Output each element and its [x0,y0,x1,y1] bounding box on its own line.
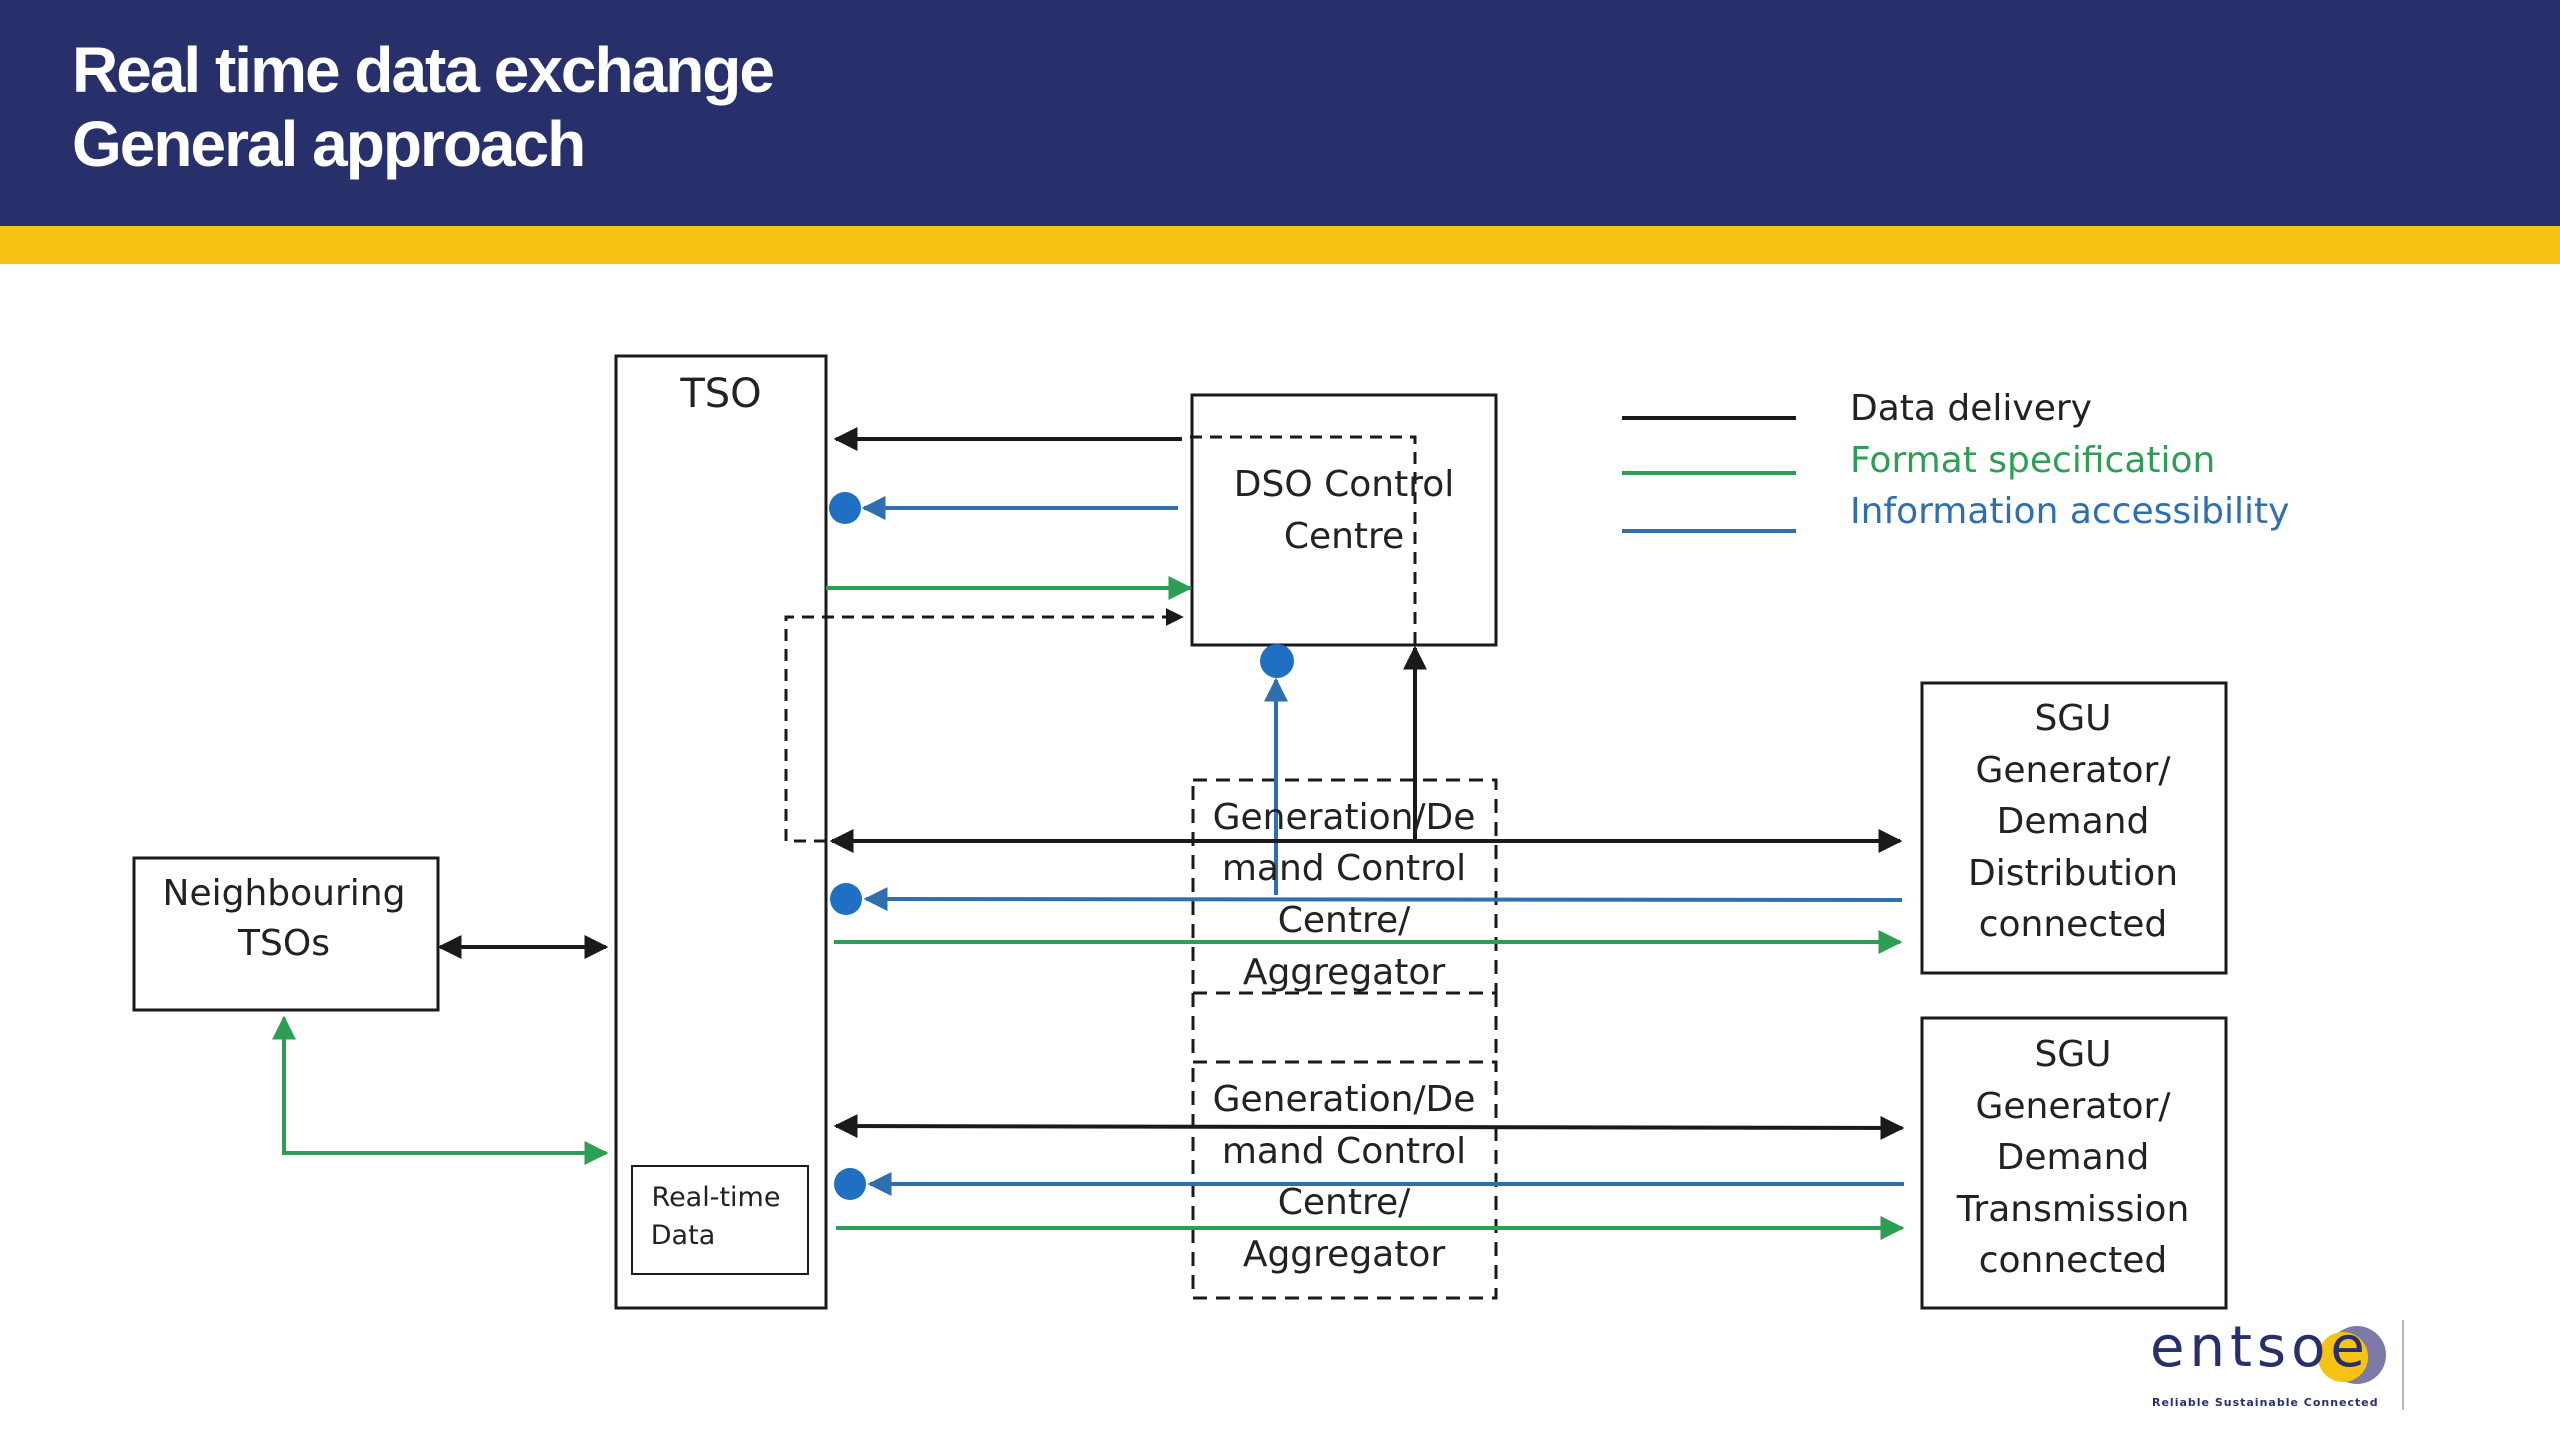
sgu-distribution-box [1920,681,2228,975]
gen-control-centre-1-box [1191,778,1498,995]
realtime-label-line-1: Real-time [652,1182,781,1213]
sgu-dist-label-line-5: connected [1979,904,2168,945]
entsoe-logo: entsoe Reliable Sustainable Connected [2150,1320,2410,1420]
header-accent-stripe [0,226,2560,264]
realtime-label-line-2: Data [651,1220,715,1251]
sgu-dist-label-line-1: SGU [2034,698,2111,739]
gen2-label-line-4: Aggregator [1243,1234,1446,1275]
dso-control-centre-box [1190,393,1498,647]
logo-divider [2402,1320,2404,1410]
logo-badge-front [2318,1332,2368,1382]
sgu-dist-label-line-2: Generator/ [1976,750,2172,791]
logo-wordmark: entsoe [2150,1315,2370,1380]
sgu-trans-label-line-5: connected [1979,1240,2168,1281]
gen-control-centre-2-box [1191,1060,1498,1300]
dso-label-line-2: Centre [1284,516,1404,557]
sgu-trans-label-line-1: SGU [2034,1034,2111,1075]
dso-to-gen-dashed-path [1190,435,1417,650]
gen2-label-line-3: Centre/ [1278,1182,1411,1223]
sgu-trans-label-line-2: Generator/ [1976,1086,2172,1127]
dso-access-dot [1260,644,1294,678]
gen1-label-line-3: Centre/ [1278,900,1411,941]
gen1-label-line-4: Aggregator [1243,952,1446,993]
neighbouring-tso-format-arrow [272,1015,609,1165]
neighbouring-tsos-box [132,856,440,1012]
legend-info-access-label: Information accessibility [1850,491,2289,532]
gen1-label-line-2: mand Control [1222,848,1466,889]
sgu-trans-label-line-4: Transmission [1956,1189,2190,1230]
legend-data-delivery-label: Data delivery [1850,388,2092,429]
tso-label: TSO [679,371,761,417]
tso-access-dot-3 [834,1168,866,1200]
gen2-label-line-1: Generation/De [1213,1079,1476,1120]
tso-box [614,354,828,1310]
tso-access-dot-2 [830,883,862,915]
neighbouring-label-line-2: TSOs [237,923,330,964]
realtime-data-box [631,1165,809,1275]
sgu-transmission-box [1920,1016,2228,1310]
header-bar [0,0,2560,226]
sgu-trans-label-line-3: Demand [1997,1137,2150,1178]
tso-access-dot-1 [829,492,861,524]
gen2-label-line-2: mand Control [1222,1131,1466,1172]
dso-label-line-1: DSO Control [1234,464,1454,505]
gen1-label-line-1: Generation/De [1213,797,1476,838]
neighbouring-label-line-1: Neighbouring [163,873,406,914]
page-title-line-1: Real time data exchange [72,34,775,106]
tso-sgu-trans-data-arrow [833,1114,1905,1140]
tso-to-dso-dashed-arrow [784,608,1184,843]
legend-format-spec-label: Format specification [1850,440,2215,481]
sgu-dist-label-line-4: Distribution [1968,853,2178,894]
sgu-dist-access-arrow [863,887,1903,912]
logo-tagline: Reliable Sustainable Connected [2152,1396,2379,1409]
sgu-dist-label-line-3: Demand [1997,801,2150,842]
page-title-line-2: General approach [72,108,586,180]
